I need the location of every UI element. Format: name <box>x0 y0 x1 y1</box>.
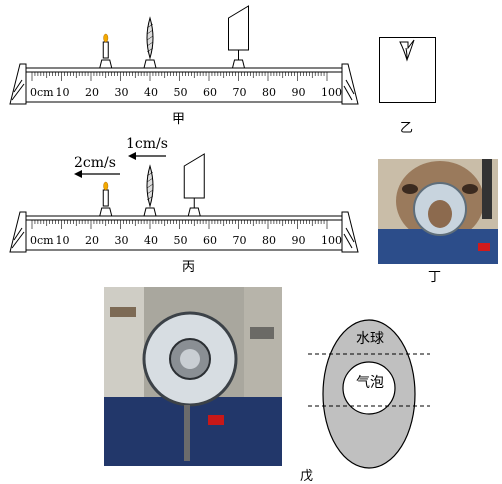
caption-yi: 乙 <box>400 121 414 136</box>
speed-screen-label: 1cm/s <box>126 136 168 152</box>
ruler-tick-label: 30 <box>115 86 129 99</box>
ruler-tick-label: 60 <box>203 86 217 99</box>
ruler-tick-label: 30 <box>115 234 129 247</box>
ruler-tick-label: 10 <box>56 86 70 99</box>
screen-image-box <box>379 37 436 103</box>
ruler-tick-label: 90 <box>292 86 306 99</box>
air-bubble-circle <box>342 361 396 415</box>
ruler-tick-label: 80 <box>262 86 276 99</box>
ruler-tick-label: 40 <box>144 234 158 247</box>
ruler-tick-label: 50 <box>174 86 188 99</box>
caption-ding: 丁 <box>428 270 442 285</box>
caption-bing: 丙 <box>182 260 196 275</box>
convex-lens <box>143 164 157 217</box>
ruler-tick-label: 60 <box>203 234 217 247</box>
water-ball-label: 水球 <box>356 331 384 347</box>
ruler-tick-label: 70 <box>233 234 247 247</box>
arrow-candle-speed <box>74 170 120 178</box>
ruler-tick-label: 40 <box>144 86 158 99</box>
air-bubble-label: 气泡 <box>356 375 384 391</box>
ruler-tick-label: 100 <box>321 234 342 247</box>
bench-rail <box>25 67 343 103</box>
caption-jia: 甲 <box>172 112 186 127</box>
water-ball-diagram <box>308 319 430 469</box>
inverted-flame-icon <box>399 39 415 62</box>
candle <box>99 33 113 69</box>
right-stand <box>341 211 359 253</box>
ruler-tick-label: 90 <box>292 234 306 247</box>
ruler-tick-label: 20 <box>85 234 99 247</box>
ruler-tick-label: 80 <box>262 234 276 247</box>
astronaut-water-ball-bubble-photo <box>104 287 282 466</box>
ruler-tick-label: 10 <box>56 234 70 247</box>
candle <box>99 181 113 217</box>
ruler-tick-label: 0cm <box>30 234 54 247</box>
ruler-tick-label: 0cm <box>30 86 54 99</box>
left-stand <box>9 63 27 105</box>
arrow-screen-speed <box>128 152 166 160</box>
photo-ding <box>378 159 498 264</box>
speed-candle-label: 2cm/s <box>74 155 116 171</box>
ruler-tick-label: 50 <box>174 234 188 247</box>
photo-wu <box>104 287 282 466</box>
light-screen <box>228 5 249 69</box>
convex-lens <box>143 16 157 69</box>
caption-wu: 戊 <box>300 469 314 484</box>
left-stand <box>9 211 27 253</box>
ruler-tick-label: 100 <box>321 86 342 99</box>
ruler-tick-label: 70 <box>233 86 247 99</box>
ruler-tick-label: 20 <box>85 86 99 99</box>
astronaut-water-ball-photo <box>378 159 498 264</box>
right-stand <box>341 63 359 105</box>
light-screen <box>183 153 205 217</box>
bench-rail <box>25 215 343 251</box>
